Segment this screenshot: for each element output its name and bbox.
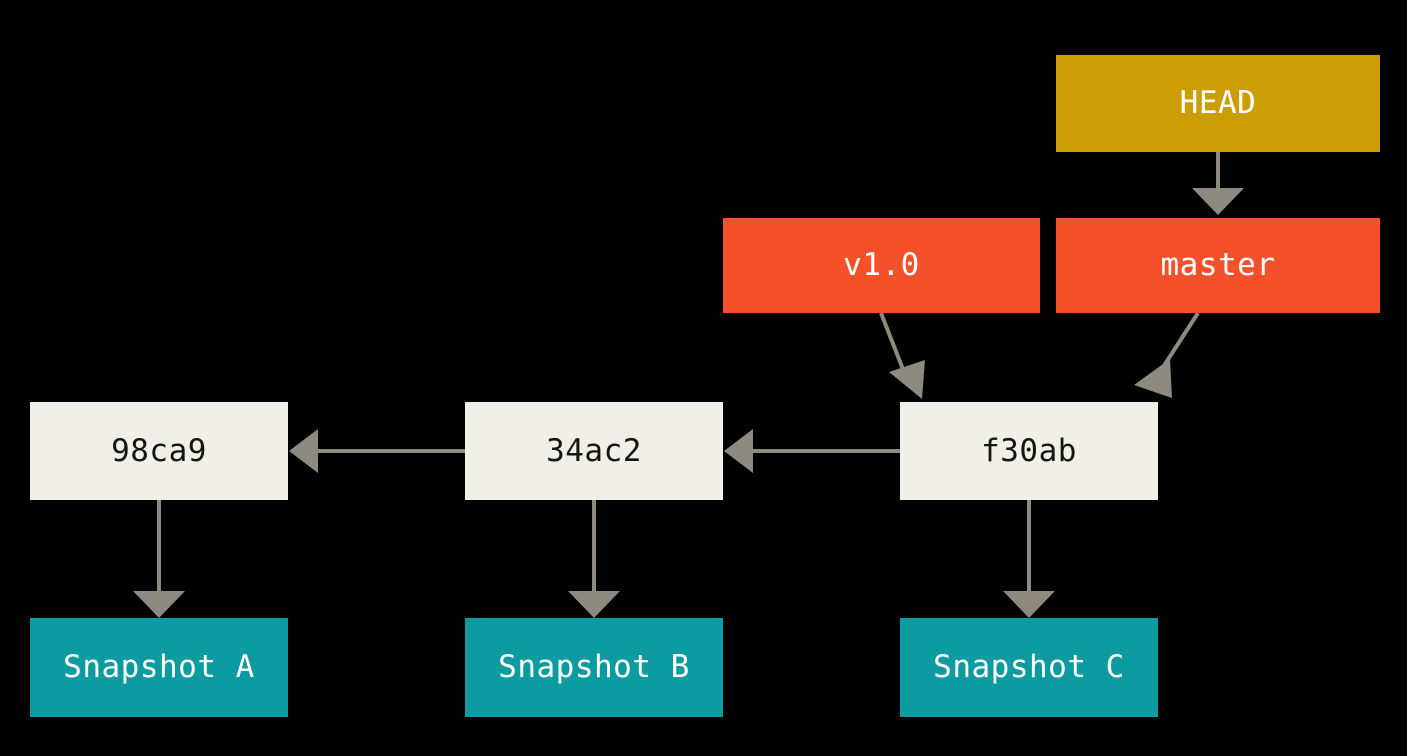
tag-ref-box-v1-0[interactable]: v1.0: [723, 218, 1040, 313]
commit-hash-label: f30ab: [981, 432, 1077, 469]
edge-master-to-f30ab: [1134, 311, 1200, 398]
commit-box-f30ab[interactable]: f30ab: [900, 402, 1158, 500]
head-pointer-box[interactable]: HEAD: [1056, 55, 1380, 152]
edge-f30ab-to-snapshot-c: [1003, 500, 1055, 618]
commit-hash-label: 34ac2: [546, 432, 642, 469]
snapshot-label: Snapshot B: [498, 649, 690, 685]
head-pointer-label: HEAD: [1179, 85, 1257, 121]
snapshot-label: Snapshot C: [933, 649, 1125, 685]
commit-hash-label: 98ca9: [111, 432, 207, 469]
commit-box-98ca9[interactable]: 98ca9: [30, 402, 288, 500]
snapshot-box-c[interactable]: Snapshot C: [900, 618, 1158, 717]
branch-ref-label: master: [1160, 247, 1276, 283]
snapshot-box-b[interactable]: Snapshot B: [465, 618, 723, 717]
edge-34ac2-to-snapshot-b: [568, 500, 620, 618]
commit-box-34ac2[interactable]: 34ac2: [465, 402, 723, 500]
edge-98ca9-to-snapshot-a: [133, 500, 185, 618]
snapshot-box-a[interactable]: Snapshot A: [30, 618, 288, 717]
edge-head-to-master: [1192, 152, 1244, 215]
branch-ref-box-master[interactable]: master: [1056, 218, 1380, 313]
edge-f30ab-to-34ac2: [724, 429, 900, 473]
snapshot-label: Snapshot A: [63, 649, 255, 685]
tag-ref-label: v1.0: [843, 247, 920, 283]
edge-v1-to-f30ab: [879, 312, 925, 399]
edge-34ac2-to-98ca9: [289, 429, 465, 473]
